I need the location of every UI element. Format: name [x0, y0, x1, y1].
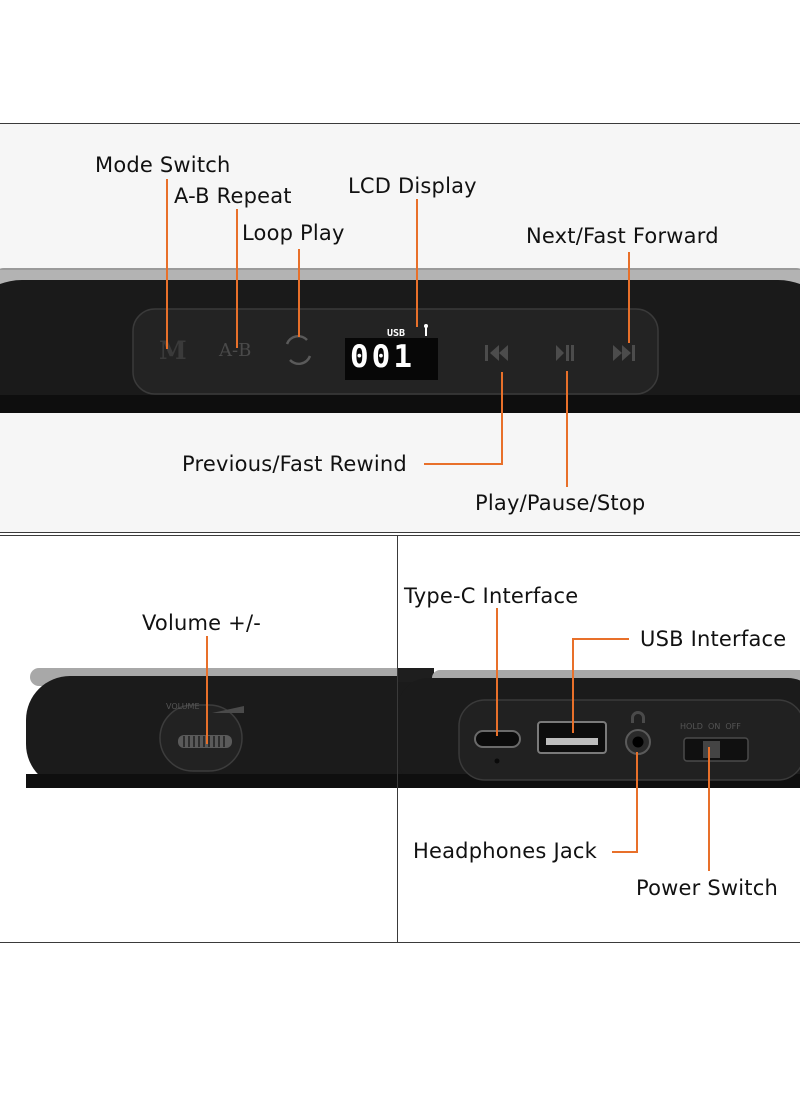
volume-label: Volume +/-: [142, 611, 262, 635]
status-led: [494, 758, 500, 764]
prev-leader-v: [501, 372, 503, 465]
usb-leader-h: [572, 638, 629, 640]
volume-engraving: VOLUME: [166, 702, 200, 711]
signal-icon: [424, 324, 428, 336]
next-icon: [613, 345, 635, 361]
right-device: [398, 668, 800, 788]
prev-leader-h: [424, 463, 503, 465]
switch-engraving: HOLD ON OFF: [680, 722, 741, 731]
play-leader: [566, 371, 568, 487]
headphones-jack-label: Headphones Jack: [413, 839, 598, 863]
play-pause-stop-label: Play/Pause/Stop: [475, 491, 646, 515]
lcd-indicator: USB: [387, 328, 406, 339]
lcd-leader: [416, 199, 418, 327]
mode-switch-label: Mode Switch: [95, 153, 231, 177]
loop-leader: [298, 249, 300, 337]
lcd-screen: [345, 338, 438, 380]
usb-leader-v: [572, 638, 574, 733]
mode-button[interactable]: M: [159, 336, 187, 365]
volume-leader: [206, 636, 208, 744]
headphone-leader-h: [612, 851, 638, 853]
lcd-display-label: LCD Display: [348, 174, 477, 198]
power-switch-label: Power Switch: [636, 876, 778, 900]
volume-wheel: [178, 735, 232, 748]
left-device: [26, 668, 446, 788]
previous-fast-rewind-label: Previous/Fast Rewind: [182, 452, 407, 476]
type-c-leader: [496, 608, 498, 736]
lcd-readout: 001: [350, 339, 415, 375]
power-leader: [708, 747, 710, 871]
loop-play-label: Loop Play: [242, 221, 345, 245]
ab-leader: [236, 209, 238, 348]
bottom-right-panel: [397, 535, 800, 943]
mode-leader: [166, 179, 168, 349]
ab-button[interactable]: A-B: [219, 340, 252, 361]
type-c-label: Type-C Interface: [404, 584, 579, 608]
previous-icon: [485, 345, 508, 361]
loop-icon: [285, 334, 312, 366]
headphone-leader-v: [636, 752, 638, 853]
ab-repeat-label: A-B Repeat: [174, 184, 292, 208]
volume-wedge-mark: [212, 706, 244, 713]
play-pause-icon: [556, 345, 574, 361]
next-fast-forward-label: Next/Fast Forward: [526, 224, 719, 248]
next-leader: [628, 252, 630, 343]
top-device: [0, 268, 800, 413]
headphone-icon: [631, 711, 645, 723]
usb-interface-label: USB Interface: [640, 627, 787, 651]
bottom-left-panel: [0, 535, 398, 943]
